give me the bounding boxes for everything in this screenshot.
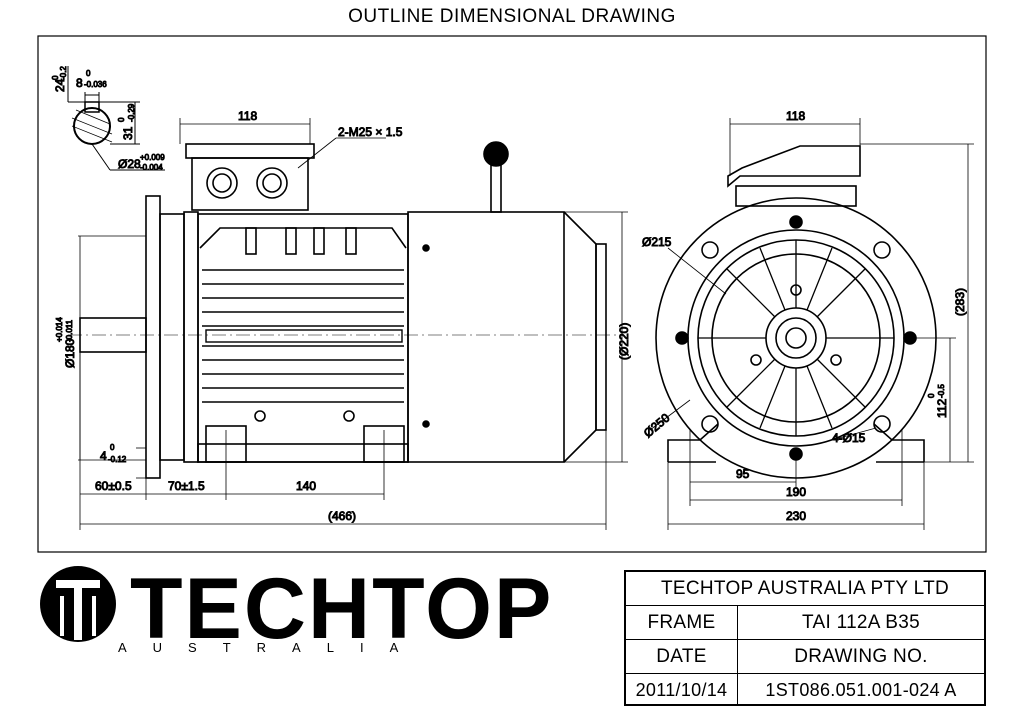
tbox-118-label: 118 (238, 109, 257, 123)
front-view-dimensions (649, 118, 974, 530)
key-31-label: 31 (121, 126, 135, 140)
cooling-fins (202, 269, 404, 403)
flange-4-label: 4 (100, 449, 107, 463)
w-230-label: 230 (786, 509, 806, 523)
h-112-label: 112 (935, 399, 949, 418)
key-24-label: 24 (53, 78, 67, 92)
date-value: 2011/10/14 (626, 674, 738, 706)
logo-wordmark: TECHTOP (130, 561, 554, 657)
drawing-no-label: DRAWING NO. (794, 645, 928, 667)
svg-text:0: 0 (117, 117, 126, 122)
techtop-logo-mark (40, 566, 116, 642)
h-283-label: (283) (953, 288, 967, 316)
drawing-no-value: 1ST086.051.001-024 A (765, 679, 957, 700)
shaft-28-label: Ø28 (118, 157, 141, 171)
svg-text:-0.2: -0.2 (59, 66, 68, 80)
logo-subtitle: AUSTRALIA (118, 640, 425, 655)
svg-text:+0.009: +0.009 (140, 153, 165, 162)
flange-250-label: Ø250 (641, 410, 673, 440)
spigot-180-label: Ø180 (63, 338, 77, 368)
svg-text:-0.004: -0.004 (140, 163, 163, 172)
svg-text:-0.011: -0.011 (65, 319, 74, 342)
title-block: TECHTOP AUSTRALIA PTY LTD FRAME TAI 112A… (624, 570, 986, 706)
drawing-border (37, 35, 987, 553)
svg-text:+0.014: +0.014 (55, 317, 64, 342)
pcd-215-label: Ø215 (642, 235, 672, 249)
front-view-spokes (698, 240, 894, 436)
shaft-section-detail (67, 66, 165, 171)
svg-text:-0.5: -0.5 (937, 384, 946, 398)
drawing-title: OUTLINE DIMENSIONAL DRAWING (348, 6, 676, 27)
date-label: DATE (626, 640, 738, 673)
key-8-label: 8 (76, 76, 83, 90)
len-140-label: 140 (296, 479, 316, 493)
motor-side-view (68, 141, 620, 479)
frame-label: FRAME (626, 606, 738, 639)
svg-text:-0.29: -0.29 (127, 103, 136, 122)
svg-text:0: 0 (51, 75, 60, 80)
d-220-label: (Ø220) (617, 323, 631, 360)
len-70-label: 70±1.5 (168, 479, 205, 493)
svg-text:0: 0 (86, 69, 91, 78)
len-466-label: (466) (328, 509, 356, 523)
svg-text:-0.036: -0.036 (84, 80, 107, 89)
len-60-label: 60±0.5 (95, 479, 132, 493)
gland-label: 2-M25 × 1.5 (338, 125, 403, 139)
w-95-label: 95 (736, 467, 750, 481)
frame-value: TAI 112A B35 (801, 611, 921, 633)
front-118-label: 118 (786, 109, 805, 123)
svg-text:0: 0 (110, 443, 115, 452)
svg-text:-0.12: -0.12 (108, 455, 127, 464)
side-view-dimensions (78, 118, 628, 530)
w-190-label: 190 (786, 485, 806, 499)
holes-label: 4-Ø15 (832, 431, 866, 445)
svg-text:0: 0 (927, 393, 936, 398)
company-name: TECHTOP AUSTRALIA PTY LTD (660, 577, 949, 599)
